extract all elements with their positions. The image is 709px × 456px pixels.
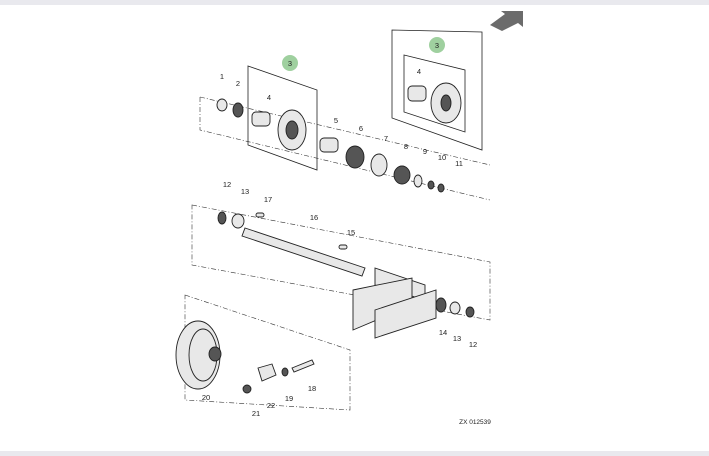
bottom-bar — [0, 451, 709, 456]
callout-5: 5 — [334, 116, 338, 125]
shaft-parts — [217, 211, 475, 339]
callout-11: 11 — [455, 159, 463, 168]
callout-20: 20 — [202, 393, 210, 402]
callout-10: 10 — [438, 153, 446, 162]
pulley-parts — [175, 320, 315, 394]
callout-9: 9 — [423, 147, 427, 156]
callout-21: 21 — [252, 409, 260, 418]
callout-12: 12 — [223, 180, 231, 189]
arrow-icon[interactable] — [490, 11, 523, 31]
figure-id: ZX 012539 — [459, 419, 491, 426]
callout-1: 1 — [220, 72, 224, 81]
callout-13: 13 — [453, 334, 461, 343]
callout-3: 3 — [288, 59, 292, 68]
callout-19: 19 — [285, 394, 293, 403]
callout-15: 15 — [347, 228, 355, 237]
callout-14: 14 — [439, 328, 447, 337]
frame-line — [199, 97, 491, 201]
callout-4: 4 — [267, 93, 271, 102]
inset-box-inner — [403, 54, 466, 133]
highlight-circle — [282, 55, 298, 71]
upper-parts — [216, 82, 462, 193]
callout-7: 7 — [384, 134, 388, 143]
inset-box — [391, 29, 483, 151]
callout-8: 8 — [404, 142, 408, 151]
highlight-circle — [429, 37, 445, 53]
callout-22: 22 — [267, 401, 275, 410]
callout-16: 16 — [310, 213, 318, 222]
frame-line — [191, 204, 491, 321]
callout-18: 18 — [308, 384, 316, 393]
callout-17: 17 — [264, 195, 272, 204]
callout-13: 13 — [241, 187, 249, 196]
top-bar — [0, 0, 709, 5]
callout-6: 6 — [359, 124, 363, 133]
inset-box — [247, 65, 318, 171]
callout-3: 3 — [435, 41, 439, 50]
callout-12: 12 — [469, 340, 477, 349]
callout-2: 2 — [236, 79, 240, 88]
callout-4: 4 — [417, 67, 421, 76]
